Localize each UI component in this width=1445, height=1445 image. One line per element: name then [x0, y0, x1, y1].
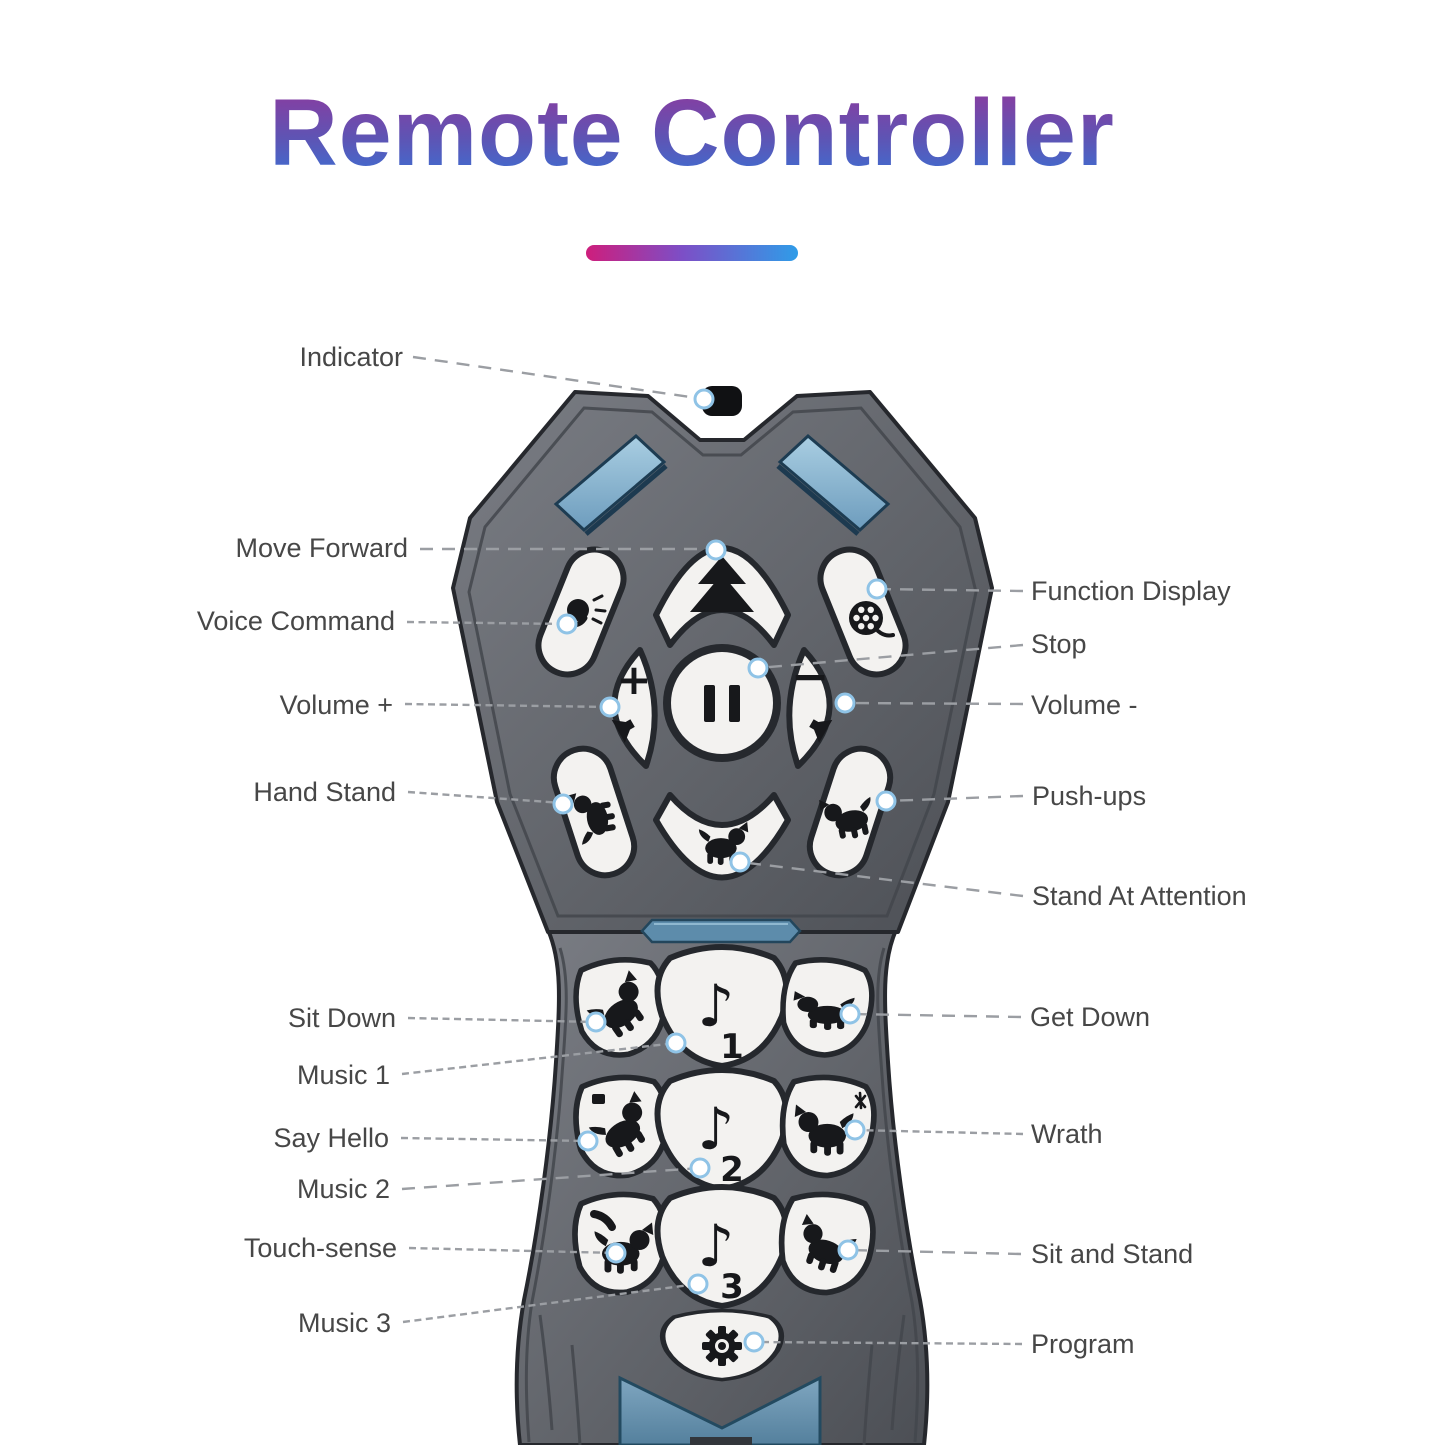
page-title: Remote Controller — [269, 80, 1115, 186]
wrath-button[interactable] — [779, 1075, 876, 1179]
music-3-digit: 3 — [720, 1267, 744, 1307]
callout-connector — [420, 539, 727, 561]
bottom-accent-chevron — [618, 1375, 822, 1445]
callout-connector — [401, 1032, 687, 1076]
left-accent-strip — [553, 433, 667, 533]
callout-sit-and-stand: Sit and Stand — [1031, 1239, 1194, 1269]
callout-connectors — [400, 355, 1024, 1353]
callout-music-3: Music 3 — [297, 1308, 391, 1338]
callout-connector — [407, 1011, 607, 1033]
minus-glyph: − — [791, 649, 830, 703]
callout-connector — [407, 790, 574, 815]
callout-connector — [408, 1242, 627, 1264]
plus-glyph: + — [616, 655, 651, 704]
button-cluster: + − — [530, 541, 914, 1380]
callout-indicator: Indicator — [299, 342, 403, 372]
middle-accent-bar — [640, 918, 802, 944]
callout-connector — [844, 1119, 1024, 1141]
pause-icon — [704, 685, 740, 722]
callout-connector — [834, 692, 1024, 714]
music-1-digit: 1 — [720, 1027, 744, 1067]
callout-connector — [406, 613, 578, 635]
music-3-button[interactable]: ♪ 3 — [658, 1187, 787, 1307]
callout-get-down: Get Down — [1030, 1002, 1151, 1032]
title-divider — [586, 245, 798, 261]
callout-connector — [729, 851, 1024, 898]
callout-move-forward: Move Forward — [235, 533, 408, 563]
callout-volume-minus: Volume - — [1031, 690, 1138, 720]
move-forward-button[interactable] — [653, 545, 791, 648]
hand-stand-button[interactable] — [546, 741, 641, 883]
music-2-button[interactable]: ♪ 2 — [658, 1070, 787, 1190]
callout-hand-stand: Hand Stand — [253, 777, 396, 807]
touch-sense-button[interactable] — [572, 1191, 669, 1295]
callout-sit-down: Sit Down — [287, 1003, 396, 1033]
voice-command-button[interactable] — [530, 541, 632, 683]
callout-stand-at-attention: Stand At Attention — [1032, 881, 1247, 911]
callout-music-2: Music 2 — [296, 1174, 390, 1204]
callout-connector — [400, 1130, 599, 1152]
film-reel-icon — [849, 601, 895, 638]
callout-connector — [839, 1003, 1022, 1025]
callout-connector — [412, 355, 715, 410]
music-note-icon: ♪ — [697, 972, 734, 1040]
gear-icon — [702, 1326, 742, 1366]
callout-program: Program — [1031, 1329, 1135, 1359]
stand-at-attention-button[interactable] — [653, 792, 791, 881]
music-1-button[interactable]: ♪ 1 — [658, 947, 787, 1067]
volume-plus-button[interactable]: + — [611, 647, 658, 769]
callout-connector — [401, 1157, 711, 1191]
callout-say-hello: Say Hello — [273, 1123, 389, 1153]
say-hello-button[interactable] — [573, 1074, 670, 1178]
callout-function-display: Function Display — [1031, 576, 1231, 606]
push-ups-button[interactable] — [802, 741, 897, 883]
callout-connector — [866, 578, 1024, 600]
callout-connector — [747, 643, 1024, 679]
callout-connector — [837, 1239, 1022, 1261]
callout-music-1: Music 1 — [296, 1060, 390, 1090]
function-display-button[interactable] — [812, 541, 914, 683]
petting-hand-mark — [590, 1210, 616, 1231]
callout-touch-sense: Touch-sense — [243, 1233, 397, 1263]
up-arrow-icon — [690, 556, 754, 612]
music-note-icon: ♪ — [697, 1212, 734, 1280]
music-note-icon: ♪ — [697, 1095, 734, 1163]
callout-connector — [404, 696, 621, 718]
volume-minus-button[interactable]: − — [786, 647, 833, 769]
callout-push-ups: Push-ups — [1032, 781, 1147, 811]
callout-connector — [875, 790, 1024, 812]
music-2-digit: 2 — [720, 1150, 744, 1190]
program-button[interactable] — [663, 1311, 782, 1380]
speech-mark — [592, 1094, 605, 1104]
right-accent-strip — [777, 433, 891, 533]
anger-mark — [854, 1091, 867, 1110]
callout-connector — [743, 1331, 1023, 1353]
callout-voice-command: Voice Command — [196, 606, 395, 636]
callout-connector — [402, 1273, 709, 1324]
callout-wrath: Wrath — [1031, 1119, 1103, 1149]
callout-volume-plus: Volume + — [279, 690, 393, 720]
callout-stop: Stop — [1031, 629, 1087, 659]
